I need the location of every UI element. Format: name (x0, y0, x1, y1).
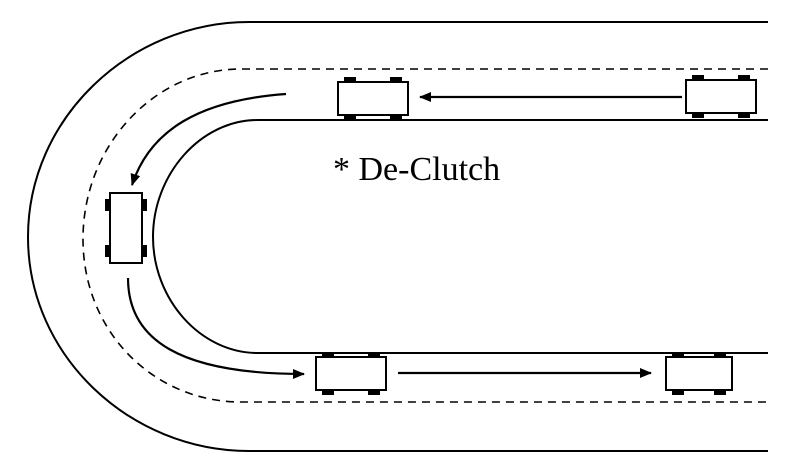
car-body (109, 192, 143, 264)
car-body (685, 79, 757, 114)
wheel (141, 245, 147, 257)
car-top-left (337, 77, 409, 120)
flow-arrow-bottom-curve (126, 277, 305, 379)
car-curve-left (105, 192, 147, 264)
wheel (322, 389, 334, 395)
wheel (105, 199, 111, 211)
wheel (344, 77, 356, 83)
wheel (105, 245, 111, 257)
wheel (322, 352, 334, 358)
car-bottom-left (315, 352, 387, 395)
wheel (344, 114, 356, 120)
wheel (390, 114, 402, 120)
car-body (337, 81, 409, 116)
wheel (714, 389, 726, 395)
wheel (714, 352, 726, 358)
wheel (738, 75, 750, 81)
car-body (665, 356, 733, 391)
wheel (692, 112, 704, 118)
car-bottom-right (665, 352, 733, 395)
lane-divider-dashed (82, 68, 768, 403)
car-body (315, 356, 387, 391)
wheel (368, 389, 380, 395)
wheel (672, 352, 684, 358)
wheel (390, 77, 402, 83)
de-clutch-annotation: * De-Clutch (333, 151, 500, 188)
wheel (692, 75, 704, 81)
wheel (672, 389, 684, 395)
outer-track-boundary (26, 21, 768, 452)
wheel (738, 112, 750, 118)
inner-track-boundary (151, 119, 768, 354)
wheel (141, 199, 147, 211)
car-top-right (685, 75, 757, 118)
flow-arrow-top-curve (130, 92, 287, 186)
wheel (368, 352, 380, 358)
